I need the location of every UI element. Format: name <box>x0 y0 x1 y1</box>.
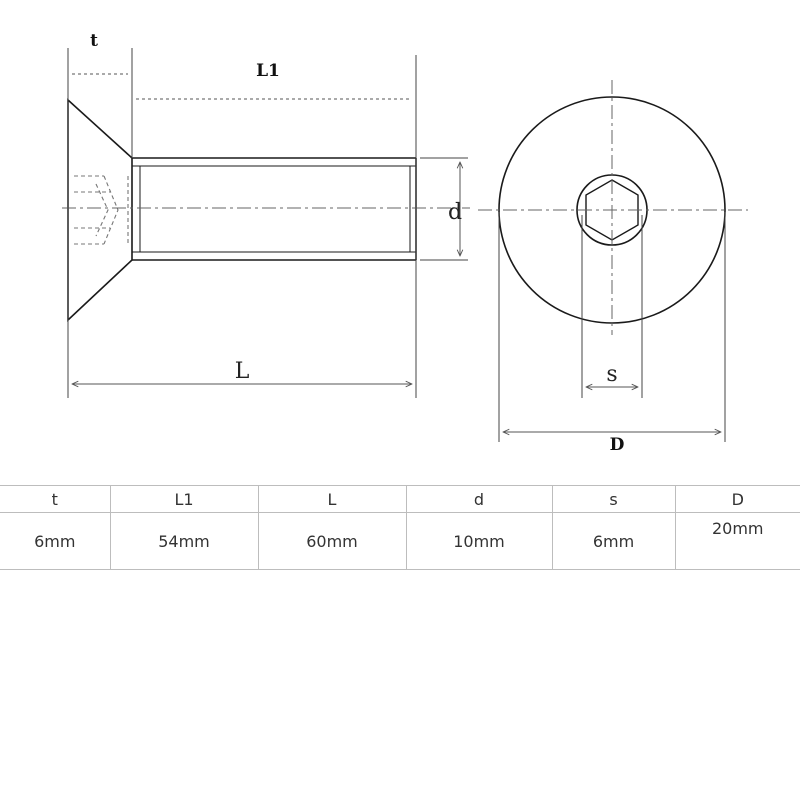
screw-side-view <box>67 98 417 322</box>
end-extension-lines <box>498 212 726 442</box>
screw-head-outline <box>67 98 133 322</box>
table-header-row: t L1 L d s D <box>0 485 800 513</box>
header-l1: L1 <box>109 485 259 513</box>
value-l: 60mm <box>257 512 407 570</box>
value-t: 6mm <box>0 512 111 570</box>
dimension-t: t <box>72 31 128 75</box>
label-l: L <box>235 359 250 384</box>
value-d: 10mm <box>405 512 553 570</box>
header-d: d <box>405 485 553 513</box>
label-s: s <box>606 362 617 387</box>
header-t: t <box>0 485 111 513</box>
header-l: L <box>257 485 407 513</box>
label-big-d: D <box>610 435 625 455</box>
label-t: t <box>90 31 98 51</box>
dimension-l: L <box>72 359 412 384</box>
label-d: d <box>448 200 462 225</box>
table-value-row: 6mm 54mm 60mm 10mm 6mm 20mm <box>0 512 800 570</box>
value-big-d: 20mm <box>674 512 800 570</box>
dimension-l1: L1 <box>136 61 412 100</box>
extension-lines <box>67 48 468 398</box>
header-big-d: D <box>674 485 800 513</box>
screw-drawing: t L1 d L s D <box>62 31 748 455</box>
hex-socket-hidden-lines <box>74 175 129 245</box>
dimension-big-d: D <box>503 432 721 455</box>
value-s: 6mm <box>551 512 676 570</box>
header-s: s <box>551 485 676 513</box>
dimension-s: s <box>586 362 638 387</box>
dimension-d: d <box>448 162 462 256</box>
label-l1: L1 <box>256 61 280 81</box>
value-l1: 54mm <box>109 512 259 570</box>
spec-table: t L1 L d s D 6mm 54mm 60mm 10mm 6mm 20mm <box>0 485 800 570</box>
end-center-lines <box>478 80 748 335</box>
